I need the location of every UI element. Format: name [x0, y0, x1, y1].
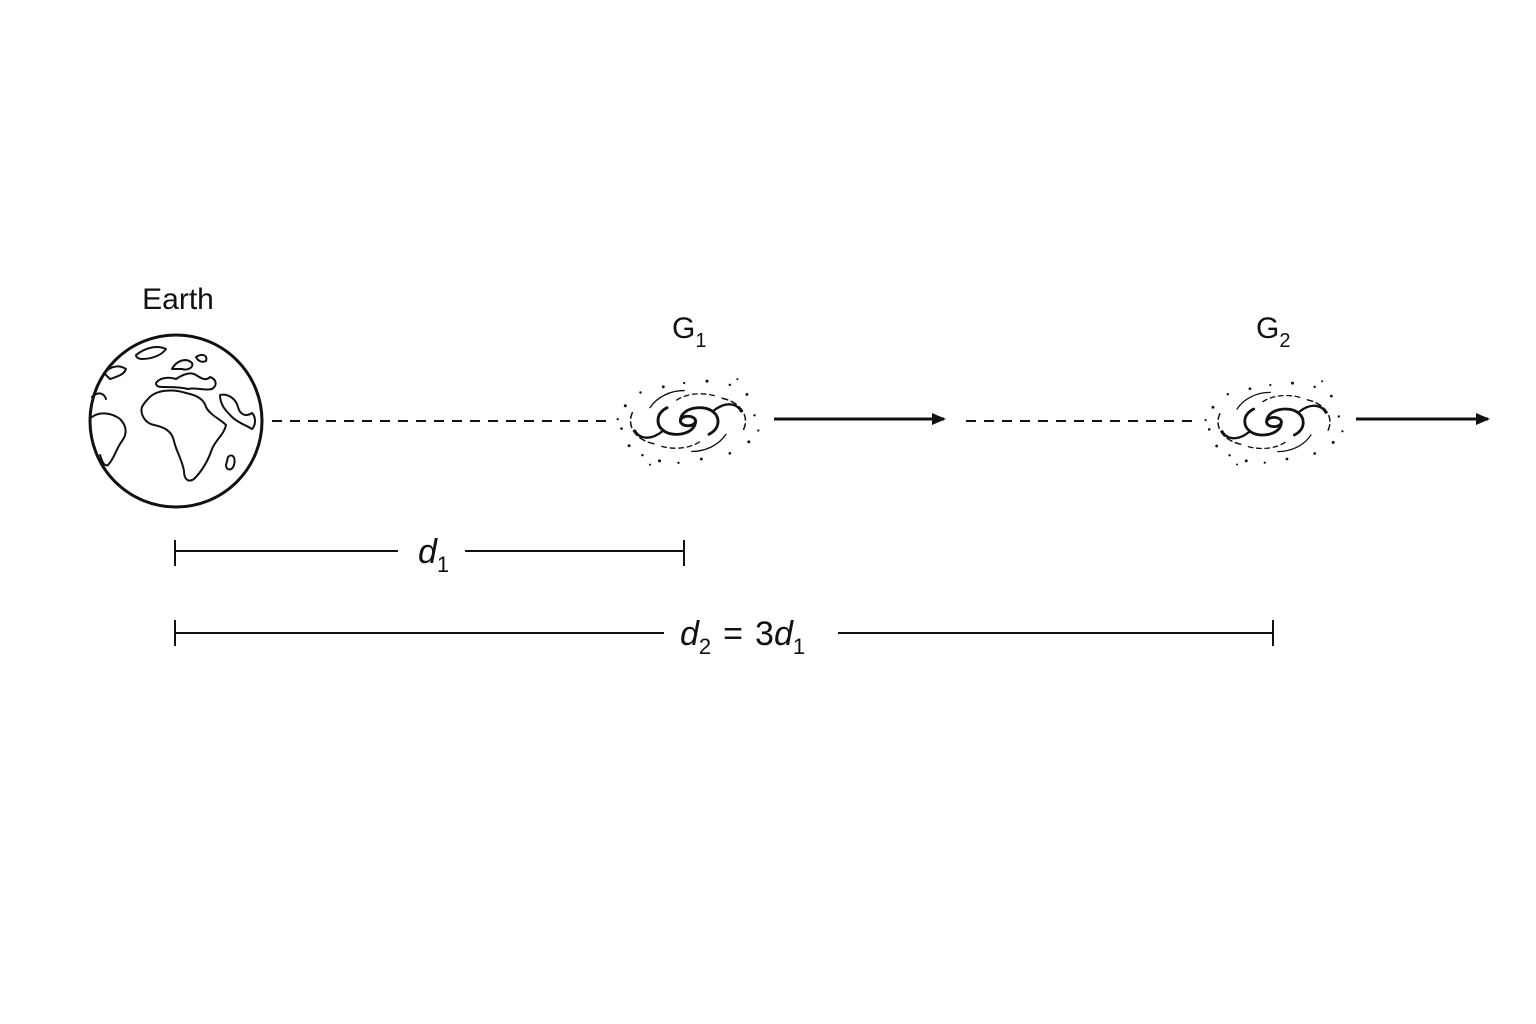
d2-label-rhs-base: d	[774, 615, 794, 653]
galaxy-g1-label: G1	[672, 312, 706, 352]
distance-d2	[174, 620, 1274, 646]
d1-label: d1	[418, 533, 449, 577]
distance-d1	[174, 540, 685, 566]
d2-label-coefficient: 3	[755, 615, 774, 653]
earth-label: Earth	[142, 283, 214, 316]
d1-label-sub: 1	[437, 552, 449, 577]
galaxy-g1-label-base: G	[672, 312, 695, 345]
d2-label-sub: 2	[699, 634, 711, 659]
d2-label-rhs-sub: 1	[793, 634, 805, 659]
galaxy-g2: G2	[1203, 312, 1490, 468]
galaxy-g1: G1	[615, 312, 946, 468]
d1-label-base: d	[418, 533, 438, 571]
earth-globe-icon	[88, 333, 264, 509]
galaxy-g1-label-sub: 1	[695, 330, 706, 352]
galaxy-g2-label: G2	[1256, 312, 1290, 352]
d2-label-base: d	[680, 615, 700, 653]
spiral-galaxy-icon	[1203, 378, 1346, 468]
spiral-galaxy-icon	[615, 376, 761, 468]
galaxy-g2-label-sub: 2	[1279, 330, 1290, 352]
galaxy-g2-label-base: G	[1256, 312, 1279, 345]
earth: Earth	[88, 283, 264, 509]
d2-label-equals: =	[723, 615, 743, 653]
d2-label: d2=3d1	[680, 615, 805, 659]
